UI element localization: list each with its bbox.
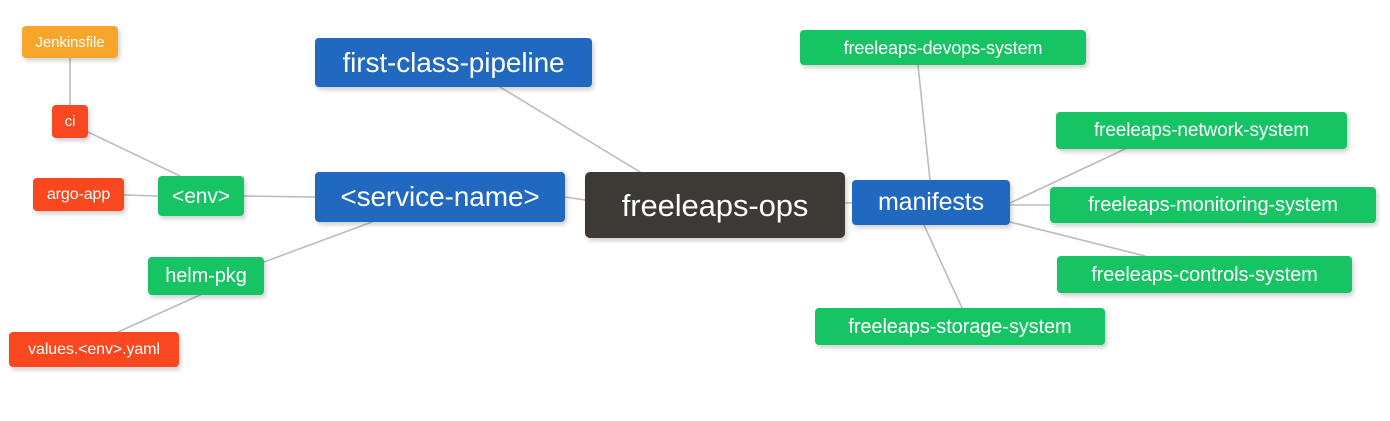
- mindmap-node-manifests[interactable]: manifests: [852, 180, 1010, 225]
- mindmap-node-env[interactable]: <env>: [158, 176, 244, 216]
- mindmap-node-first-class-pipeline[interactable]: first-class-pipeline: [315, 38, 592, 87]
- edge-service-name-to-freeleaps-ops: [564, 196, 586, 201]
- mindmap-node-freeleaps-ops[interactable]: freeleaps-ops: [585, 172, 845, 238]
- mindmap-node-argo-app[interactable]: argo-app: [33, 178, 124, 211]
- mindmap-node-freeleaps-devops-system[interactable]: freeleaps-devops-system: [800, 30, 1086, 65]
- mindmap-node-freeleaps-monitoring-system[interactable]: freeleaps-monitoring-system: [1050, 187, 1376, 223]
- edge-ci-to-env: [87, 131, 181, 177]
- mindmap-node-freeleaps-controls-system[interactable]: freeleaps-controls-system: [1057, 256, 1352, 293]
- edge-service-name-to-helm-pkg: [263, 221, 373, 263]
- edge-helm-pkg-to-values-env-yaml: [117, 294, 201, 333]
- mindmap-node-ci[interactable]: ci: [52, 105, 88, 138]
- mindmap-node-service-name[interactable]: <service-name>: [315, 172, 565, 222]
- edge-manifests-to-freeleaps-storage-system: [923, 224, 963, 309]
- edge-manifests-to-freeleaps-controls-system: [1009, 221, 1146, 257]
- edge-first-class-pipeline-to-freeleaps-ops: [499, 86, 641, 173]
- mindmap-node-freeleaps-network-system[interactable]: freeleaps-network-system: [1056, 112, 1347, 149]
- mindmap-node-jenkinsfile[interactable]: Jenkinsfile: [22, 26, 118, 58]
- edge-env-to-service-name: [243, 195, 316, 198]
- mindmap-node-freeleaps-storage-system[interactable]: freeleaps-storage-system: [815, 308, 1105, 345]
- mindmap-node-helm-pkg[interactable]: helm-pkg: [148, 257, 264, 295]
- mindmap-node-values-env-yaml[interactable]: values.<env>.yaml: [9, 332, 179, 367]
- edge-manifests-to-freeleaps-devops-system: [917, 64, 931, 181]
- edge-argo-app-to-env: [123, 194, 159, 197]
